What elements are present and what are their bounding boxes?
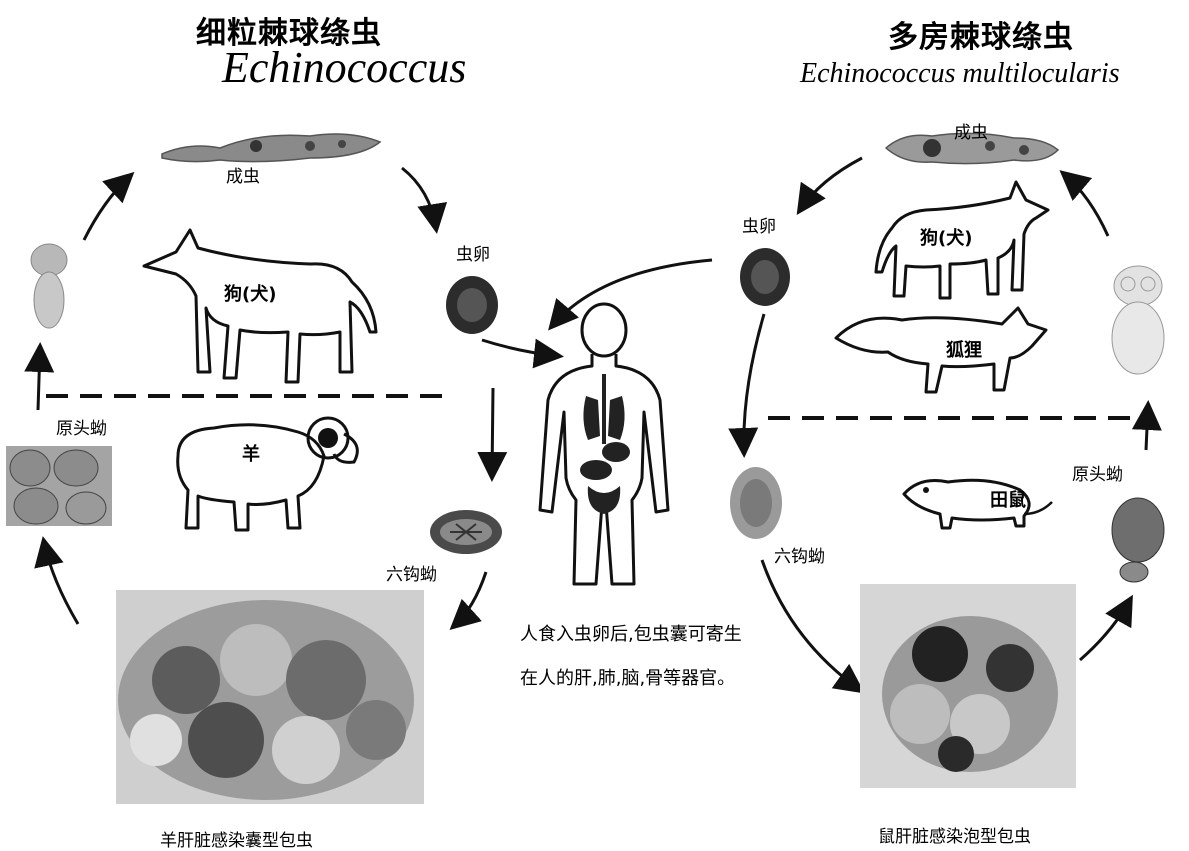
arrow-egg-to-oncosphere-left bbox=[492, 388, 493, 476]
scolex-right bbox=[1106, 262, 1170, 378]
arrow-oncosphere-to-liver-right bbox=[762, 560, 860, 690]
egg-label-right: 虫卵 bbox=[742, 212, 776, 237]
fox bbox=[832, 302, 1054, 398]
arrow-scolex-to-adult-right bbox=[1064, 174, 1108, 236]
oncosphere-right bbox=[728, 464, 784, 542]
arrow-oncosphere-to-liver-left bbox=[454, 572, 486, 626]
vole-liver-photo bbox=[860, 584, 1076, 788]
arrow-scolex-to-adult-left bbox=[84, 176, 130, 240]
arrow-adult-to-egg-right bbox=[800, 158, 862, 210]
host-sheep-label: 羊 bbox=[242, 440, 260, 466]
adult-label-left: 成虫 bbox=[226, 162, 260, 187]
caption-right: 鼠肝脏感染泡型包虫 bbox=[878, 822, 1031, 847]
human-note-line1: 人食入虫卵后,包虫囊可寄生 bbox=[520, 612, 742, 658]
arrow-protoscolex-to-scolex-right bbox=[1146, 406, 1148, 450]
caption-left: 羊肝脏感染囊型包虫 bbox=[160, 826, 313, 851]
protoscolex-label-left: 原头蚴 bbox=[56, 414, 107, 439]
vole bbox=[900, 472, 1056, 534]
sheep-liver-photo bbox=[116, 590, 424, 804]
scolex-left bbox=[26, 240, 72, 332]
adult-worm-left bbox=[160, 118, 382, 174]
arrow-egg-to-oncosphere-right bbox=[744, 314, 764, 452]
human-note-line2: 在人的肝,肺,脑,骨等器官。 bbox=[520, 656, 735, 702]
arrow-protoscolex-to-scolex-left bbox=[38, 348, 40, 410]
sheep bbox=[168, 404, 368, 536]
dog-left bbox=[140, 222, 390, 394]
arrow-liver-to-protoscolex-right bbox=[1080, 600, 1130, 660]
protoscolex-label-right: 原头蚴 bbox=[1072, 460, 1123, 485]
arrow-adult-to-egg-left bbox=[402, 168, 436, 228]
egg-right bbox=[738, 246, 792, 308]
host-dog-label-right: 狗(犬) bbox=[920, 224, 972, 250]
protoscolex-left bbox=[6, 446, 112, 526]
host-dog-label-left: 狗(犬) bbox=[224, 280, 276, 306]
oncosphere-label-right: 六钩蚴 bbox=[774, 542, 825, 567]
protoscolex-right bbox=[1110, 496, 1166, 586]
arrow-liver-to-protoscolex-left bbox=[44, 542, 78, 624]
host-vole-label: 田鼠 bbox=[990, 486, 1026, 512]
egg-left bbox=[444, 274, 500, 336]
egg-label-left: 虫卵 bbox=[456, 240, 490, 265]
oncosphere-left bbox=[428, 508, 504, 556]
oncosphere-label-left: 六钩蚴 bbox=[386, 560, 437, 585]
human-figure bbox=[536, 300, 672, 588]
host-fox-label: 狐狸 bbox=[946, 336, 982, 362]
adult-label-right: 成虫 bbox=[954, 118, 988, 143]
